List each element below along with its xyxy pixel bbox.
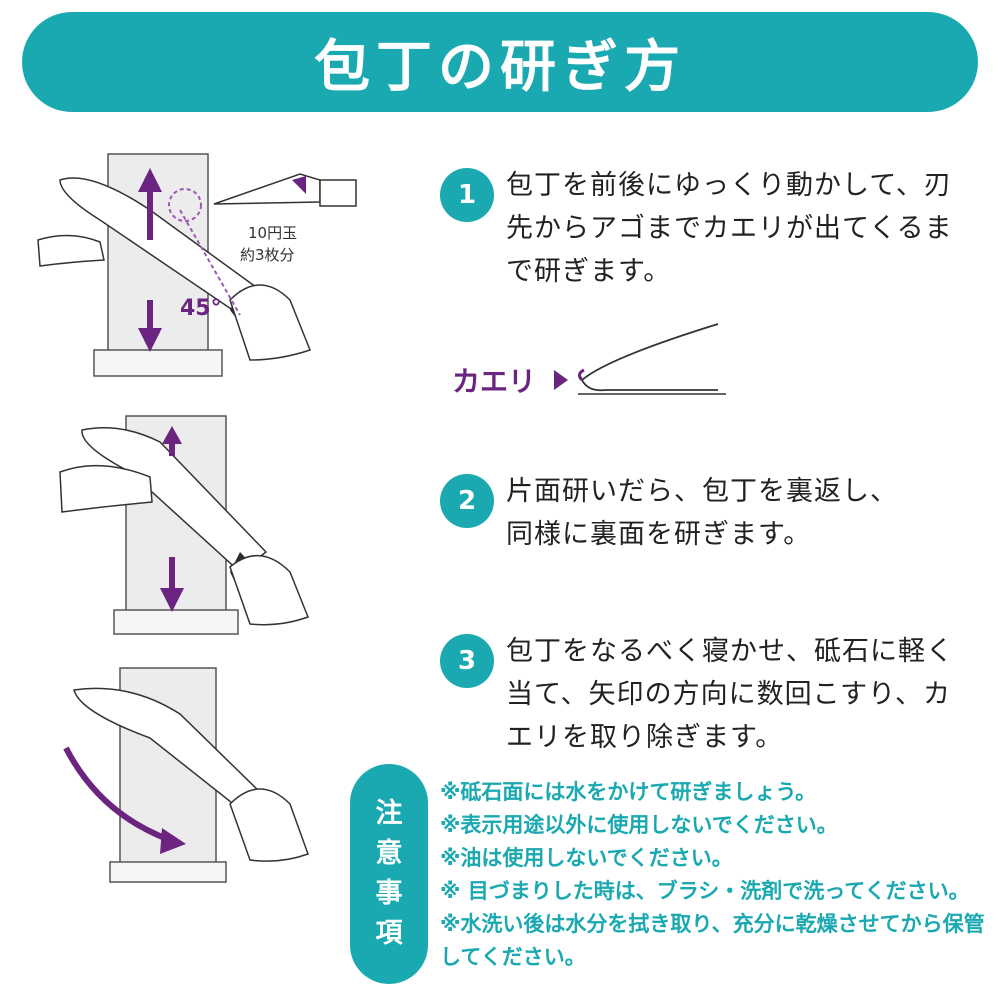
title-banner: 包丁の研ぎ方	[22, 12, 978, 112]
step-3-line: エリを取り除ぎます。	[506, 722, 784, 753]
step-1-badge: 1	[440, 168, 494, 222]
step-1-number: 1	[457, 180, 477, 210]
notice-item: ※表示用途以外に使用しないでください。	[440, 813, 838, 837]
sharpening-illustration-1: 45° 10円玉 約3枚分	[37, 153, 357, 377]
step-2-badge: 2	[440, 474, 494, 528]
notice-item: ※水洗い後は水分を拭き取り、充分に乾燥させてから保管してください。	[440, 912, 985, 969]
notice-list: ※砥石面には水をかけて研ぎましょう。 ※表示用途以外に使用しないでください。 ※…	[440, 776, 1000, 974]
notice-item: ※ 目づまりした時は、ブラシ・洗剤で洗ってください。	[440, 879, 970, 903]
step-1-line: 先からアゴまでカエリが出てくるま	[506, 213, 953, 244]
step-2-number: 2	[457, 486, 477, 516]
notice-tag: 注 意 事 項	[350, 764, 428, 984]
sharpening-illustration-2	[59, 415, 309, 635]
step-1-line: で研ぎます。	[506, 256, 672, 287]
notice-item: ※砥石面には水をかけて研ぎましょう。	[440, 780, 817, 804]
notice-tag-char: 事	[375, 878, 403, 909]
page-title: 包丁の研ぎ方	[314, 34, 686, 100]
step-2-line: 片面研いだら、包丁を裏返し、	[506, 476, 898, 507]
step-3-line: 包丁をなるべく寝かせ、砥石に軽く	[506, 636, 954, 667]
kaeri-diagram	[554, 323, 726, 395]
step-3-line: 当て、矢印の方向に数回こすり、カ	[506, 679, 952, 710]
step-2-text: 片面研いだら、包丁を裏返し、 同様に裏面を研ぎます。	[506, 470, 986, 556]
coin-label-line2: 約3枚分	[240, 246, 295, 264]
step-1-line: 包丁を前後にゆっくり動かして、刃	[506, 170, 952, 201]
step-3-text: 包丁をなるべく寝かせ、砥石に軽く 当て、矢印の方向に数回こすり、カ エリを取り除…	[506, 630, 986, 759]
notice-tag-char: 注	[375, 798, 403, 829]
notice-tag-char: 項	[375, 918, 403, 949]
coin-label-line1: 10円玉	[248, 224, 297, 242]
step-3-number: 3	[457, 646, 477, 676]
kaeri-label: カエリ	[452, 365, 537, 398]
step-1-text: 包丁を前後にゆっくり動かして、刃 先からアゴまでカエリが出てくるま で研ぎます。	[506, 164, 986, 293]
angle-label: 45°	[180, 296, 222, 321]
sharpening-illustration-3	[63, 667, 309, 883]
step-2-line: 同様に裏面を研ぎます。	[506, 519, 812, 550]
step-3-badge: 3	[440, 634, 494, 688]
notice-tag-char: 意	[375, 838, 403, 869]
notice-item: ※油は使用しないでください。	[440, 846, 733, 870]
